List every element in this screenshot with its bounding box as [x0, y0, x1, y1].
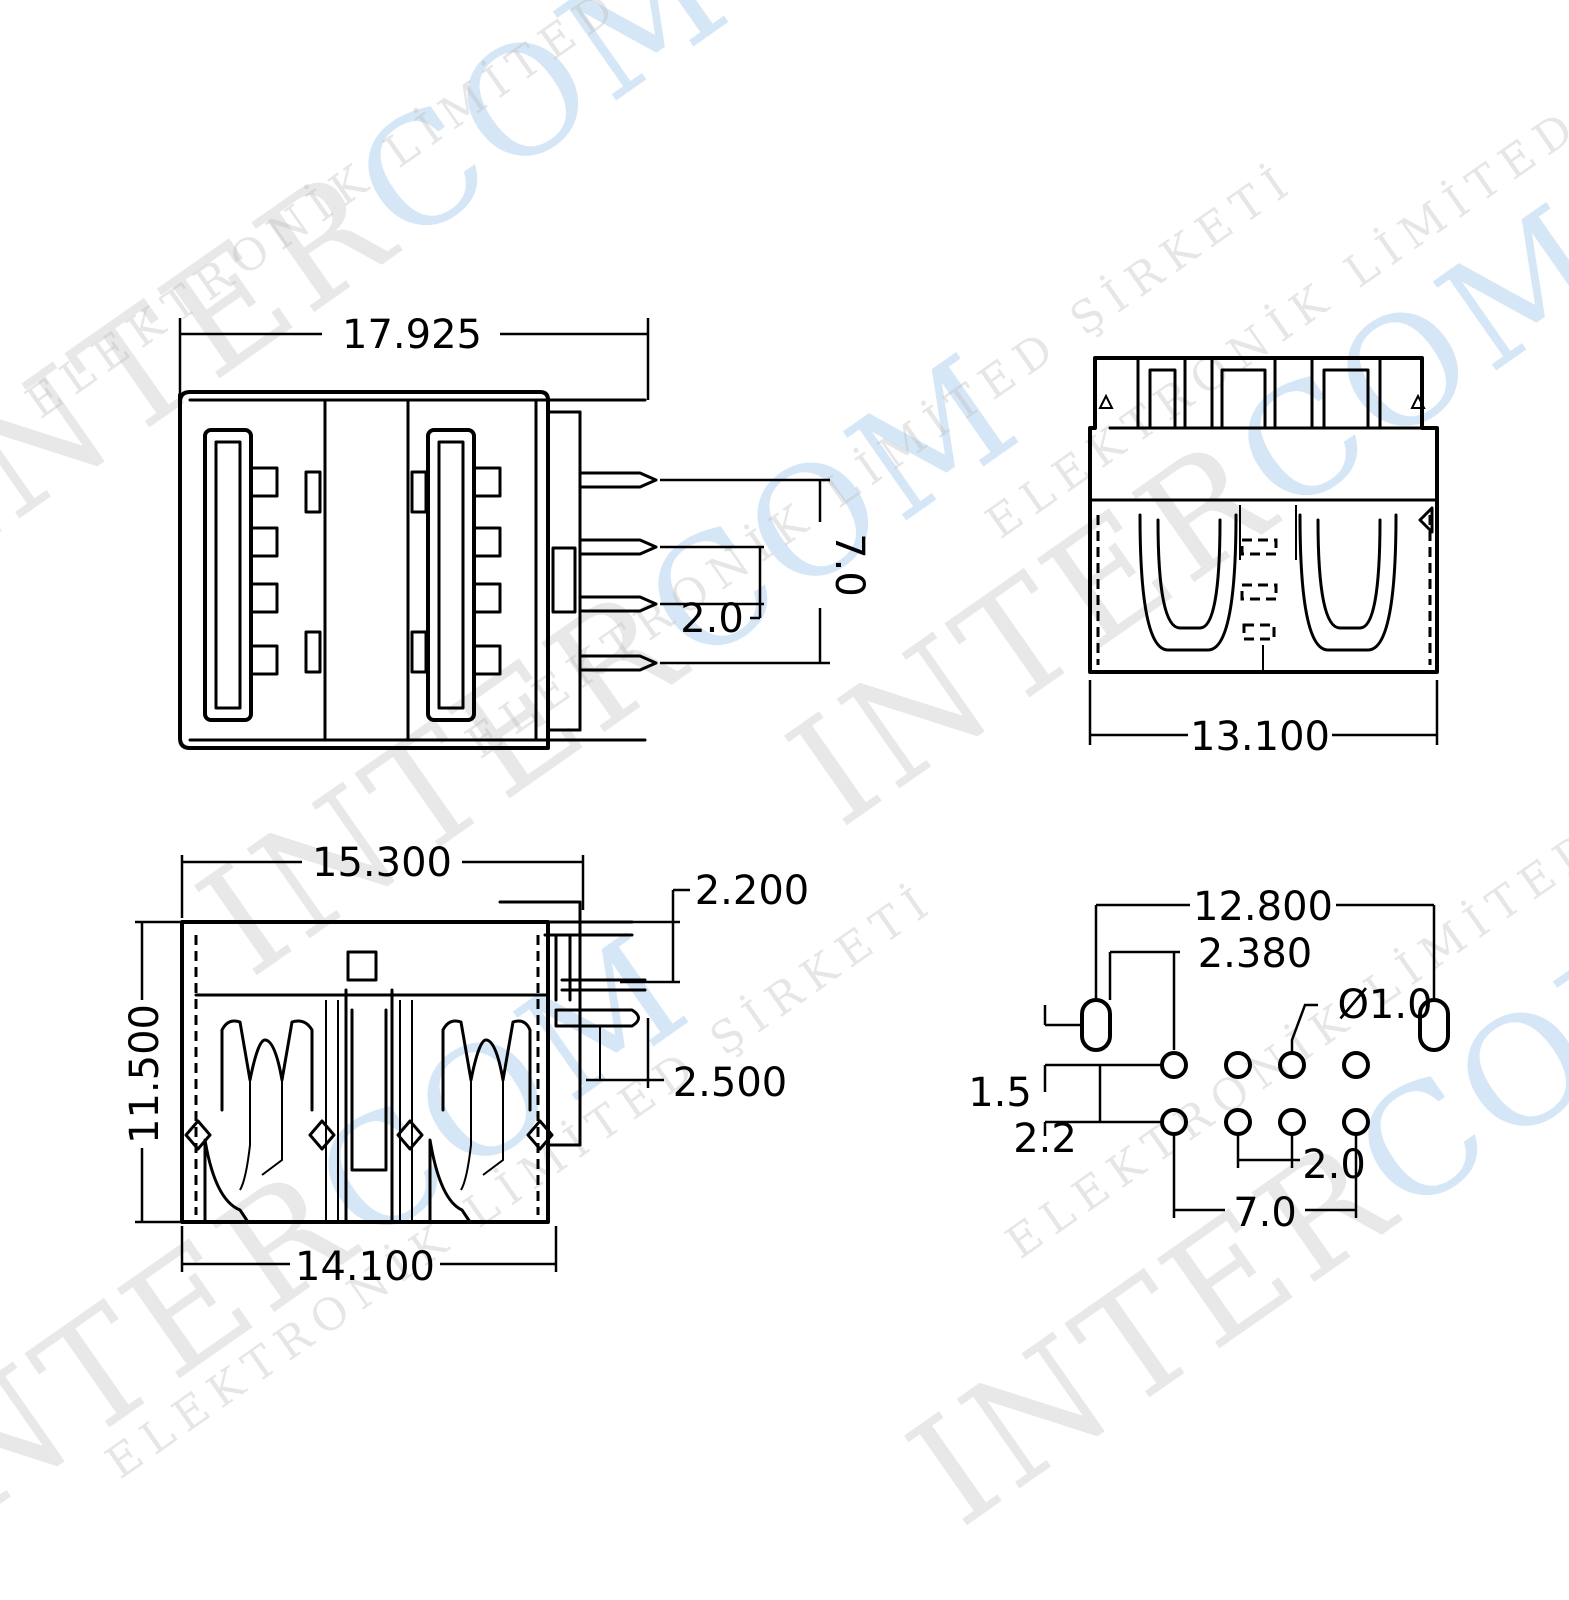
fp-hole	[1224, 1051, 1252, 1079]
fp-row-pitch-label: 2.2	[1013, 1116, 1077, 1162]
side-pin-label: 2.500	[673, 1060, 788, 1106]
fp-span-label: 7.0	[1233, 1190, 1297, 1236]
top-pin-span-label: 7.0	[826, 533, 872, 597]
fp-hole-label: Ø1.0	[1337, 982, 1432, 1028]
side-bottom-label: 14.100	[295, 1244, 435, 1290]
side-height-label: 11.500	[122, 1004, 168, 1144]
fp-hole	[1342, 1051, 1370, 1079]
side-view: 15.300 2.200	[122, 840, 809, 1290]
top-view: 17.925	[178, 312, 872, 750]
pcb-footprint: 12.800 2.380 Ø1.0 1.5 2.2	[968, 884, 1450, 1236]
side-tab-label: 2.200	[695, 868, 810, 914]
fp-overall-label: 12.800	[1193, 884, 1333, 930]
end-view: 13.100	[1088, 356, 1439, 760]
side-top-label: 15.300	[312, 840, 452, 886]
top-pin-pitch-label: 2.0	[680, 596, 744, 642]
watermark-brand-1: INTERCOM	[0, 0, 761, 589]
top-width-label: 17.925	[342, 312, 482, 358]
fp-row-offset-label: 1.5	[968, 1070, 1032, 1116]
fp-offset-label: 2.380	[1198, 931, 1313, 977]
end-width-label: 13.100	[1190, 714, 1330, 760]
fp-hole	[1160, 1051, 1188, 1079]
